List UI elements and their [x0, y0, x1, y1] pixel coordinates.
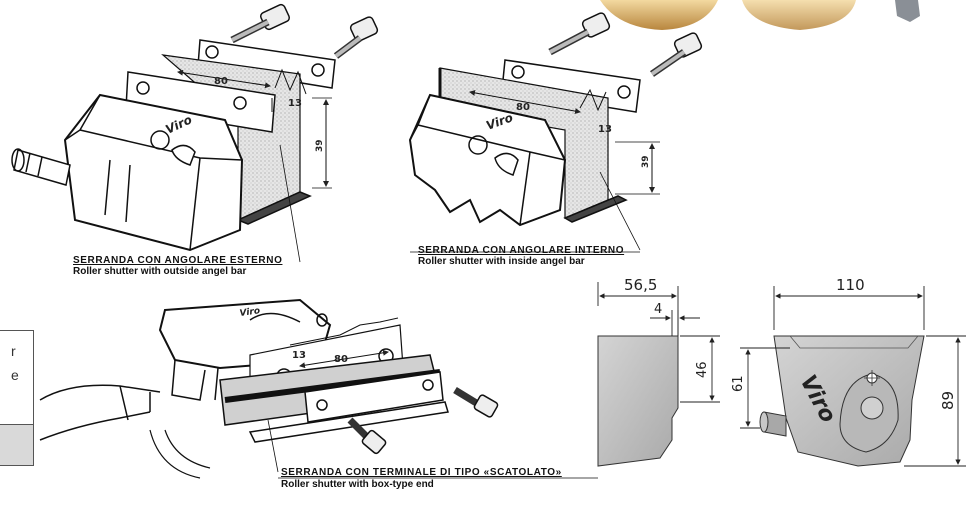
dim-spacing-3: 80: [334, 354, 348, 365]
dim-side-offset: 4: [654, 302, 662, 317]
screw-3: [548, 12, 611, 56]
caption-inside-it: SERRANDA CON ANGOLARE INTERNO: [418, 245, 625, 256]
brand-logo-3: Viro: [239, 306, 261, 319]
brass-cap-photo: [742, 0, 856, 30]
dim-height-2: 39: [641, 155, 651, 168]
caption-box-it: SERRANDA CON TERMINALE DI TIPO «SCATOLAT…: [281, 467, 562, 478]
dim-front-total-height: 89: [939, 391, 957, 410]
caption-inside-en: Roller shutter with inside angel bar: [418, 256, 585, 267]
dim-hole-3: 13: [292, 350, 306, 361]
dim-hole-2: 13: [598, 124, 612, 135]
figure-outside-angle: [11, 3, 379, 263]
dim-spacing-2: 80: [516, 102, 530, 113]
dim-height-1: 39: [315, 139, 325, 152]
dim-spacing-1: 80: [214, 76, 228, 87]
dim-front-inner-height: 61: [731, 375, 746, 392]
screw-2: [333, 16, 379, 59]
screw-4: [650, 32, 703, 77]
figure-inside-angle: [408, 12, 703, 253]
dim-side-width: 56,5: [624, 276, 657, 294]
caption-outside-en: Roller shutter with outside angel bar: [73, 266, 247, 277]
caption-outside-it: SERRANDA CON ANGOLARE ESTERNO: [73, 255, 283, 266]
caption-box-en: Roller shutter with box-type end: [281, 479, 434, 490]
dim-hole-1: 13: [288, 98, 302, 109]
screw-6: [347, 417, 387, 455]
figure-front-view: [740, 286, 966, 467]
screw-5: [453, 387, 499, 418]
dim-side-height: 46: [695, 361, 710, 378]
dim-front-width: 110: [836, 276, 865, 294]
brass-cylinder-photo: [600, 0, 718, 30]
figure-box-type: [39, 298, 598, 479]
left-info-panel: r e: [0, 330, 34, 466]
left-panel-footer: [0, 424, 33, 465]
photo-fragments: [600, 0, 920, 30]
left-panel-text-1: r: [11, 343, 16, 359]
left-panel-text-2: e: [11, 367, 19, 383]
screw-1: [230, 3, 291, 44]
figure-side-profile: [597, 282, 720, 467]
steel-key-photo: [895, 0, 920, 22]
